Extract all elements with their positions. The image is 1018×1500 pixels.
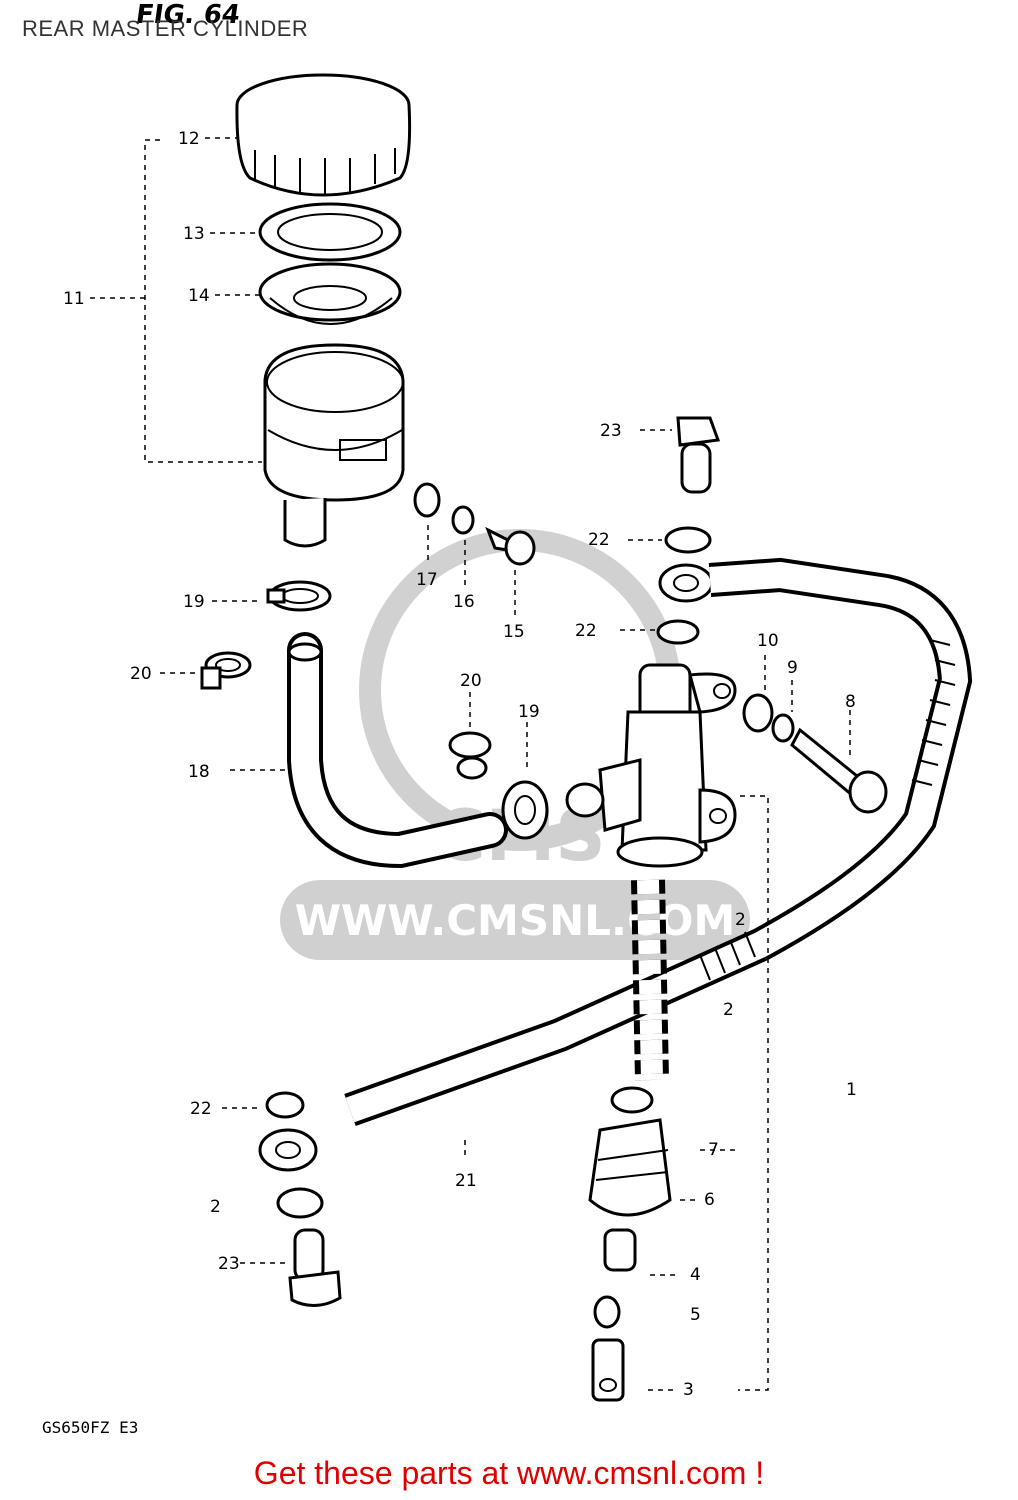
callout-22c: 22 [190, 1099, 212, 1119]
diaphragm [258, 262, 402, 325]
callout-15: 15 [503, 622, 525, 642]
callout-2c: 2 [735, 910, 746, 930]
lock-nut [593, 1295, 621, 1329]
hose-clamp-lower [501, 780, 549, 840]
hose-clip-left [200, 651, 252, 690]
hose-clip-center [448, 731, 492, 780]
push-rod [603, 1228, 637, 1272]
brake-hose [258, 557, 973, 1172]
diaphragm-plate [258, 202, 402, 262]
pivot-bolt [790, 727, 888, 814]
callout-6: 6 [704, 1190, 715, 1210]
callout-7: 7 [708, 1140, 719, 1160]
washer-22-lower [265, 1091, 305, 1119]
exploded-view-drawing: WWW.CMSNL.COM CMS [63, 73, 973, 1402]
washer-2-lower [276, 1187, 324, 1219]
watermark-text: WWW.CMSNL.COM [295, 896, 736, 945]
union-bolt-top [676, 416, 721, 494]
callout-19a: 19 [183, 592, 205, 612]
drawing-code: GS650FZ E3 [42, 1418, 139, 1437]
callout-17: 17 [416, 570, 438, 590]
mounting-bolt [485, 526, 536, 566]
callout-19b: 19 [518, 702, 540, 722]
callout-12: 12 [178, 129, 200, 149]
clevis [591, 1338, 625, 1402]
callout-8: 8 [845, 692, 856, 712]
callout-22b: 22 [575, 621, 597, 641]
callout-20a: 20 [130, 664, 152, 684]
washer-17 [413, 482, 441, 518]
callout-5: 5 [690, 1305, 701, 1325]
callout-9: 9 [787, 658, 798, 678]
callout-21: 21 [455, 1171, 477, 1191]
piston-boot [588, 1086, 672, 1217]
callout-1: 1 [846, 1080, 857, 1100]
callout-22a: 22 [588, 530, 610, 550]
washer-10 [742, 693, 774, 733]
callout-20b: 20 [460, 671, 482, 691]
washer-9 [771, 713, 795, 743]
callout-14: 14 [188, 286, 210, 306]
washer-16 [451, 505, 475, 535]
callout-23b: 23 [218, 1254, 240, 1274]
callout-13: 13 [183, 224, 205, 244]
callout-11: 11 [63, 289, 85, 309]
diagram-title: REAR MASTER CYLINDER [22, 16, 309, 41]
callout-2b: 2 [210, 1197, 221, 1217]
washer-22-middle [656, 619, 700, 645]
callout-3: 3 [683, 1380, 694, 1400]
callout-23a: 23 [600, 421, 622, 441]
union-bolt-lower [288, 1228, 342, 1307]
hose-clamp-upper [266, 580, 332, 612]
shop-link[interactable]: Get these parts at www.cmsnl.com ! [253, 1455, 765, 1491]
reservoir-body [263, 343, 405, 548]
reservoir-cap [235, 73, 412, 197]
washer-22-upper [664, 526, 712, 554]
piston-spring [631, 879, 669, 1081]
callout-16: 16 [453, 592, 475, 612]
master-cylinder-body [565, 663, 737, 868]
callout-2a: 2 [723, 1000, 734, 1020]
callout-18: 18 [188, 762, 210, 782]
callout-10: 10 [757, 631, 779, 651]
callout-4: 4 [690, 1265, 701, 1285]
